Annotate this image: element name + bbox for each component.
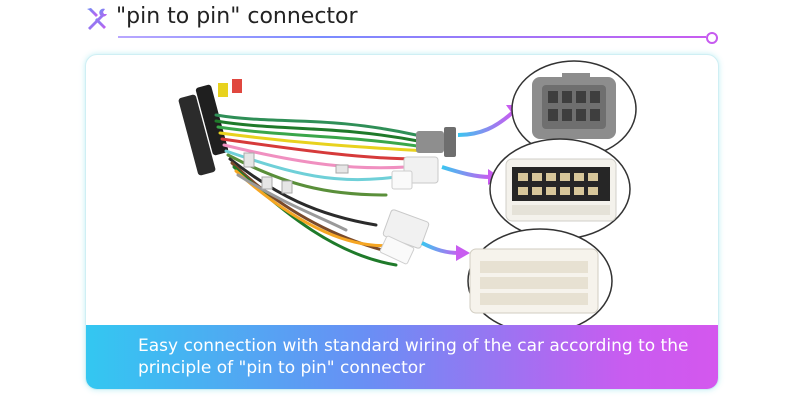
arrow-bottom [421, 241, 470, 261]
header: "pin to pin" connector [0, 0, 800, 44]
caption-line-1: Easy connection with standard wiring of … [138, 336, 689, 356]
tools-icon [87, 8, 107, 30]
caption-line-2: principle of "pin to pin" connector [138, 358, 426, 378]
caption-text: Easy connection with standard wiring of … [138, 335, 708, 379]
zoom-white-connector [489, 138, 631, 240]
white-plug-bottom [379, 209, 430, 265]
page-title: "pin to pin" connector [116, 4, 358, 29]
caption-band: Easy connection with standard wiring of … [86, 325, 718, 389]
grey-plug [416, 127, 456, 157]
zoom-large-white-connector [467, 228, 613, 334]
main-harness-connector [178, 79, 242, 176]
title-underline [118, 36, 706, 38]
wire-bundle [214, 113, 428, 267]
white-plug-middle [391, 156, 439, 190]
product-panel: Easy connection with standard wiring of … [85, 54, 719, 390]
zoom-grey-connector [511, 60, 637, 158]
underline-end-dot [706, 32, 718, 44]
wiring-harness-image [178, 60, 637, 334]
